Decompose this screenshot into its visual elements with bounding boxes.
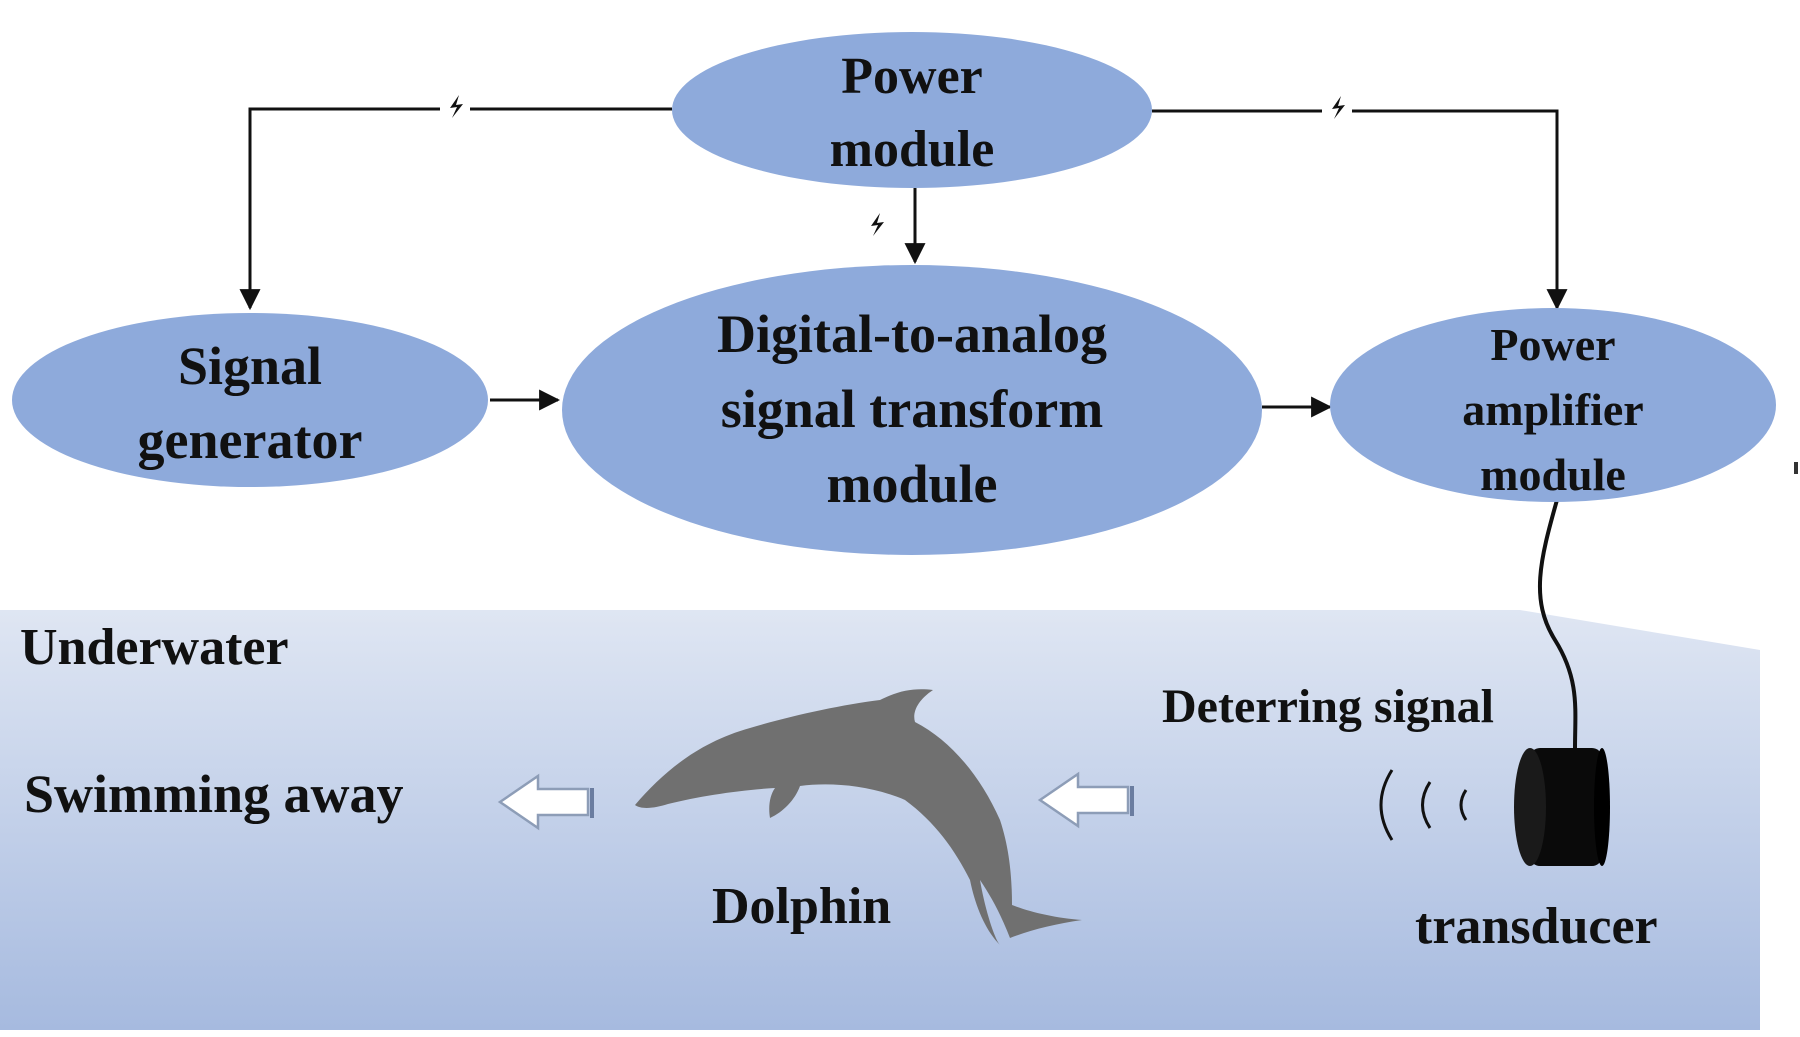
signal-generator-node: Signal generator: [12, 313, 488, 487]
power-module-label-line1: Power: [841, 48, 982, 105]
dac-module-label-line2: signal transform: [721, 379, 1104, 439]
lightning-bolt-icon: [440, 94, 470, 124]
signal-generator-label-line2: generator: [138, 410, 363, 470]
transducer-cable: [1537, 499, 1578, 749]
power-module-node: Power module: [672, 32, 1152, 188]
power-to-signal-generator-line: [239, 107, 672, 311]
dolphin-icon: [635, 689, 1082, 945]
dac-module-label-line1: Digital-to-analog: [717, 304, 1107, 364]
power-amplifier-label-line3: module: [1480, 449, 1626, 500]
signal-generator-label-line1: Signal: [178, 336, 322, 396]
transducer-label: transducer: [1415, 898, 1658, 955]
connectors: [239, 107, 1578, 749]
lightning-bolt-icon: [871, 213, 884, 236]
power-module-label-line2: module: [830, 121, 995, 178]
dac-module-node: Digital-to-analog signal transform modul…: [562, 265, 1262, 555]
power-amplifier-node: Power amplifier module: [1330, 308, 1776, 502]
power-amplifier-label-line1: Power: [1490, 319, 1615, 370]
power-to-amplifier-line: [1152, 109, 1568, 311]
swimming-away-label: Swimming away: [24, 764, 404, 824]
dac-module-label-line3: module: [826, 454, 997, 514]
underwater-region: [0, 610, 1760, 1030]
dolphin-label: Dolphin: [712, 878, 891, 935]
sound-wave-icon: [1379, 769, 1468, 841]
deterring-signal-label: Deterring signal: [1162, 680, 1494, 733]
edge-mark: [1794, 462, 1798, 474]
power-amplifier-label-line2: amplifier: [1462, 384, 1643, 435]
underwater-label: Underwater: [20, 619, 289, 676]
lightning-bolt-icon: [1322, 95, 1352, 125]
transducer-icon: [1514, 748, 1610, 866]
